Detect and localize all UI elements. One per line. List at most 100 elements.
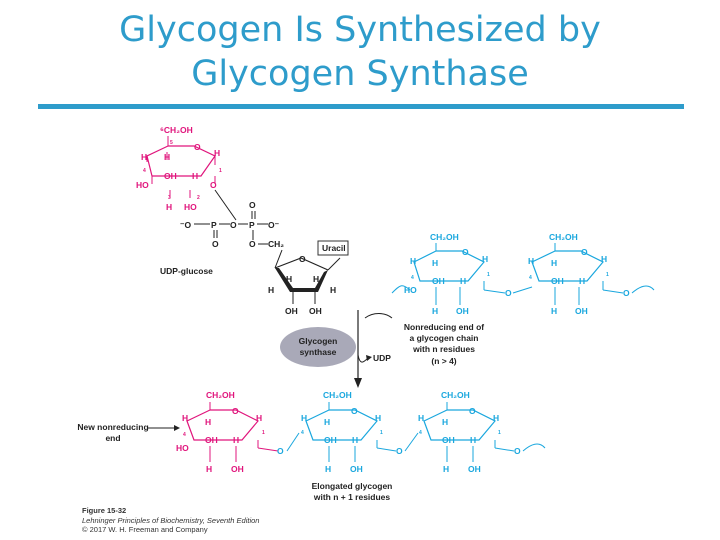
ribose-oxygen: O (299, 254, 306, 264)
svg-text:O: O (514, 446, 521, 456)
svg-text:CH₂OH: CH₂OH (206, 390, 235, 400)
svg-text:H: H (205, 417, 211, 427)
svg-text:H: H (313, 274, 319, 284)
svg-text:OH: OH (205, 435, 218, 445)
svg-text:H: H (579, 276, 585, 286)
svg-text:O: O (462, 247, 469, 257)
svg-text:HO: HO (136, 180, 149, 190)
svg-text:H: H (432, 258, 438, 268)
svg-text:H: H (418, 413, 424, 423)
diphosphate-group: ⁻O P O P O⁻ O O O CH₂ (180, 200, 284, 249)
svg-text:OH: OH (324, 435, 337, 445)
svg-text:H: H (268, 285, 274, 295)
udp-glucose-label: UDP-glucose (160, 266, 213, 276)
uracil-box (317, 240, 349, 256)
svg-text:OH: OH (442, 435, 455, 445)
svg-text:H: H (182, 413, 188, 423)
svg-text:P: P (211, 220, 217, 230)
svg-text:H: H (482, 254, 488, 264)
title-line-2: Glycogen Synthase (191, 54, 529, 94)
copyright: © 2017 W. H. Freeman and Company (82, 525, 208, 534)
new-nonreducing-end-label: New nonreducing end (77, 422, 148, 443)
svg-text:HO: HO (184, 202, 197, 212)
svg-text:O⁻: O⁻ (268, 220, 280, 230)
figure-number: Figure 15-32 (82, 506, 127, 515)
svg-text:CH₂OH: CH₂OH (430, 232, 459, 242)
svg-text:H: H (206, 464, 212, 474)
svg-text:OH: OH (551, 276, 564, 286)
svg-text:H: H (375, 413, 381, 423)
svg-text:O: O (469, 406, 476, 416)
svg-text:HO: HO (404, 285, 417, 295)
svg-text:O: O (210, 180, 217, 190)
svg-text:O: O (581, 247, 588, 257)
svg-text:H: H (330, 285, 336, 295)
chain-input-arrow (364, 313, 393, 319)
svg-text:O: O (623, 288, 630, 298)
svg-text:H: H (442, 417, 448, 427)
figure-caption: Figure 15-32 Lehninger Principles of Bio… (82, 506, 259, 535)
svg-text:H: H (164, 152, 170, 162)
svg-text:H: H (233, 435, 239, 445)
svg-text:P: P (249, 220, 255, 230)
svg-text:4: 4 (529, 275, 532, 281)
svg-text:H: H (256, 413, 262, 423)
svg-text:H: H (325, 464, 331, 474)
svg-text:with n + 1 residues: with n + 1 residues (313, 492, 391, 502)
svg-text:O: O (249, 200, 256, 210)
svg-text:1: 1 (606, 272, 609, 278)
ribose-ring: O H H H H OH OH (268, 249, 341, 316)
book-title: Lehninger Principles of Biochemistry, Se… (82, 515, 260, 525)
svg-text:H: H (410, 256, 416, 266)
svg-text:H: H (192, 171, 198, 181)
svg-text:H: H (214, 148, 220, 158)
svg-text:4: 4 (183, 432, 186, 438)
svg-text:H: H (352, 435, 358, 445)
slide-title: Glycogen Is Synthesized by Glycogen Synt… (0, 8, 720, 96)
svg-text:4: 4 (301, 430, 304, 436)
svg-text:OH: OH (468, 464, 481, 474)
svg-text:4: 4 (419, 430, 422, 436)
svg-text:with n residues: with n residues (412, 344, 475, 354)
svg-text:H: H (443, 464, 449, 474)
svg-text:H: H (528, 256, 534, 266)
glycogen-synthase-enzyme (280, 327, 356, 367)
svg-text:H: H (493, 413, 499, 423)
svg-text:O: O (249, 239, 256, 249)
svg-text:O: O (505, 288, 512, 298)
elongated-glycogen-chain: CH₂OH O H H H 4 OH H 1 H OH O CH₂OH O H … (286, 390, 546, 474)
svg-text:(n > 4): (n > 4) (431, 356, 456, 366)
svg-text:Nonreducing end of: Nonreducing end of (404, 322, 484, 332)
svg-text:H: H (601, 254, 607, 264)
ring-oxygen: O (194, 142, 201, 152)
udp-glucose-sugar-ring: ⁶CH₂OH 5 O H 4 H H 1 OH H HO O 3 2 H HO (136, 125, 222, 212)
svg-text:OH: OH (432, 276, 445, 286)
svg-text:5: 5 (170, 140, 173, 146)
svg-text:H: H (166, 202, 172, 212)
svg-text:O: O (396, 446, 403, 456)
svg-text:H: H (551, 258, 557, 268)
svg-text:1: 1 (380, 430, 383, 436)
svg-text:O: O (351, 406, 358, 416)
svg-text:CH₂OH: CH₂OH (441, 390, 470, 400)
svg-text:1: 1 (219, 168, 222, 174)
svg-text:New nonreducing: New nonreducing (77, 422, 148, 432)
svg-text:CH₂: CH₂ (268, 239, 284, 249)
enzyme-label-line1: Glycogen (299, 336, 338, 346)
svg-text:4: 4 (411, 275, 414, 281)
svg-text:OH: OH (285, 306, 298, 316)
svg-text:end: end (105, 433, 120, 443)
svg-text:4: 4 (143, 168, 146, 174)
svg-text:H: H (301, 413, 307, 423)
svg-text:a glycogen chain: a glycogen chain (410, 333, 479, 343)
svg-text:OH: OH (164, 171, 177, 181)
glycogen-chain-existing: CH₂OH O H H H 4 OH H 1 HO H OH O CH₂OH O… (391, 232, 655, 316)
title-line-1: Glycogen Is Synthesized by (119, 10, 601, 50)
svg-text:Elongated glycogen: Elongated glycogen (312, 481, 393, 491)
title-divider (38, 104, 684, 109)
nonreducing-end-note: Nonreducing end of a glycogen chain with… (404, 322, 484, 366)
new-glucose-residue: CH₂OH O H H H 4 OH H 1 HO H OH (176, 390, 279, 474)
svg-text:H: H (141, 152, 147, 162)
svg-text:2: 2 (197, 195, 200, 201)
